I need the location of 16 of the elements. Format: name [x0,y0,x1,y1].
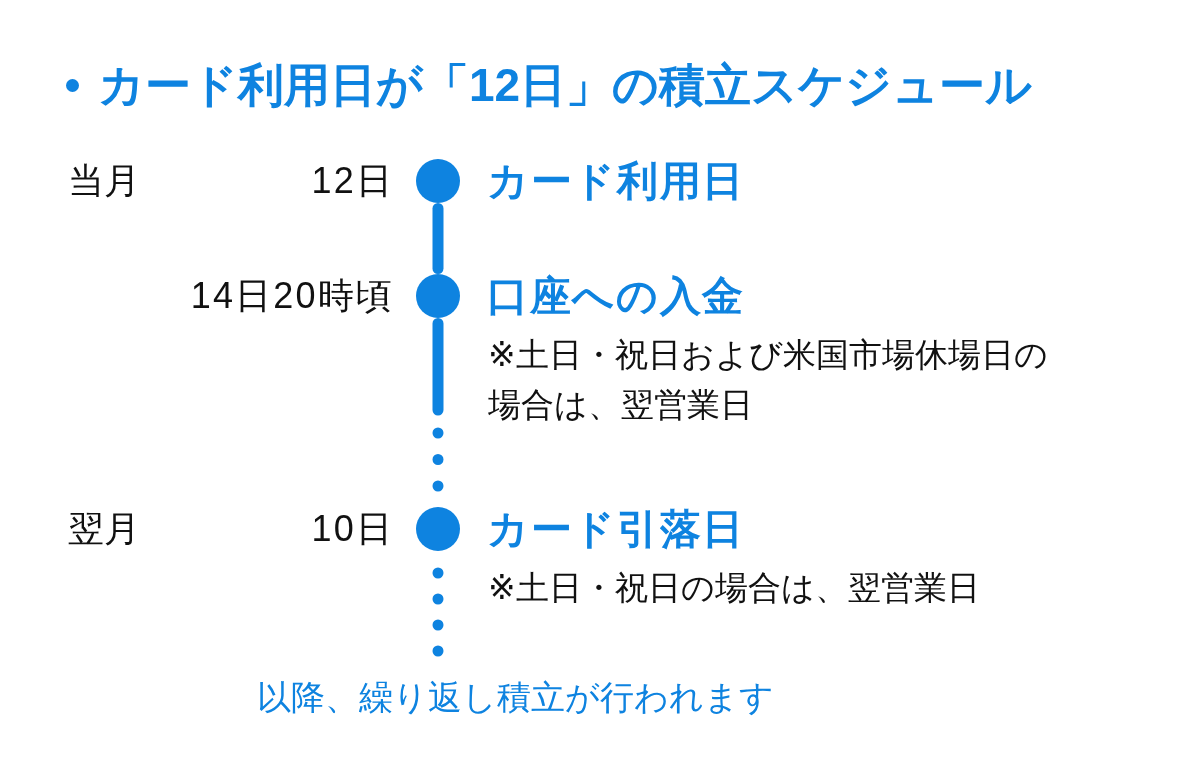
month-label: 翌月 [68,507,140,551]
timeline-line [432,203,444,274]
month-label: 当月 [68,159,140,203]
event-title: カード引落日 [487,505,745,554]
note-text: ※土日・祝日および米国市場休場日の場合は、翌営業日 [488,335,1049,425]
date-label: 14日20時頃 [190,274,394,318]
note-text: ※土日・祝日の場合は、翌営業日 [488,568,981,608]
footer-note: 以降、繰り返し積立が行われます [256,677,774,718]
milestone-circle [416,159,460,203]
date-label: 12日 [311,159,394,203]
date-label: 10日 [311,507,394,551]
milestone-circle [416,507,460,551]
diagram-title: カード利用日が「12日」の積立スケジュール [98,58,1033,113]
event-title: 口座への入金 [487,272,745,321]
event-title: カード利用日 [487,157,745,206]
milestone-circle [416,274,460,318]
